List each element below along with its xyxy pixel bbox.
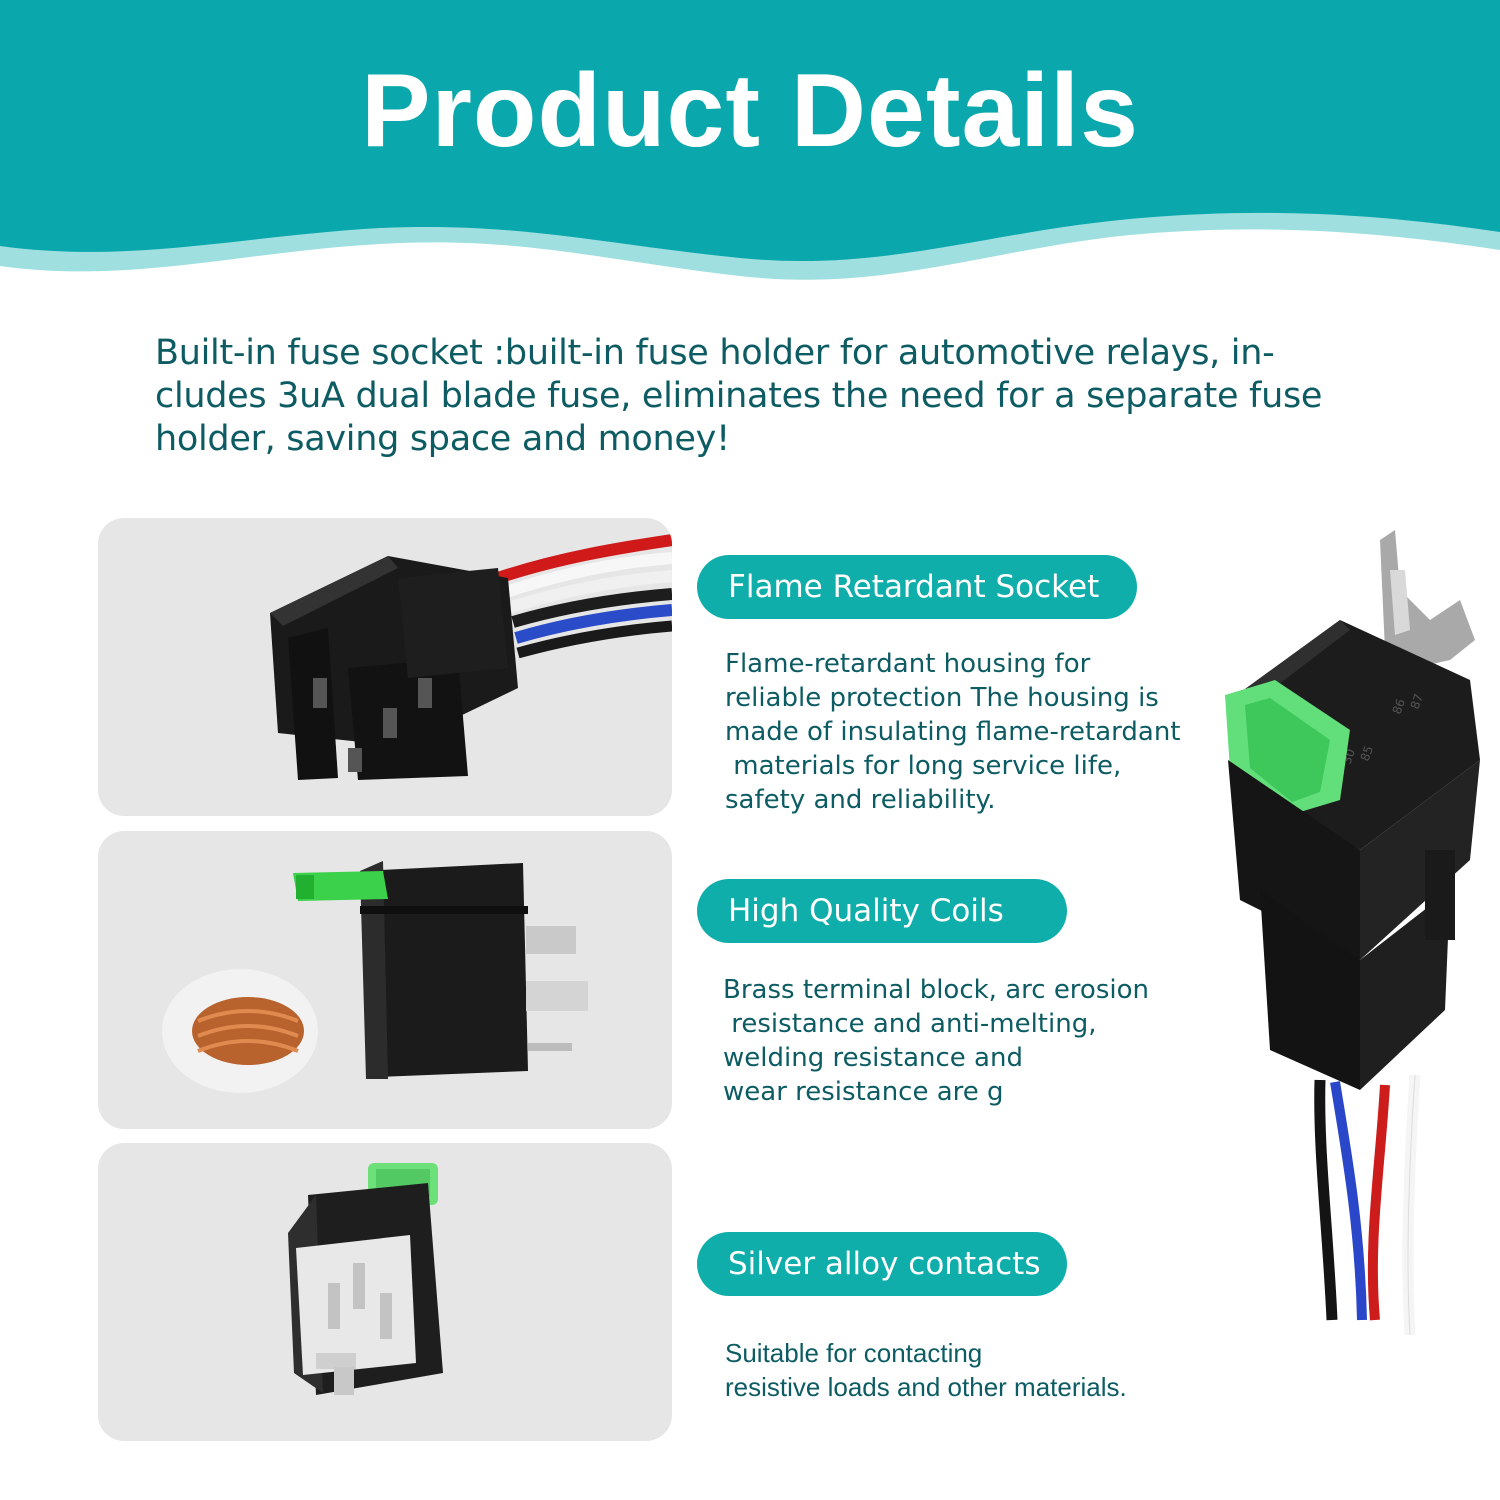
feature-pill-flame-retardant: Flame Retardant Socket	[697, 555, 1137, 619]
contacts-photo	[98, 1143, 672, 1441]
relay-pin-label-85: 85	[1358, 744, 1376, 763]
relay-pin-label-87: 87	[1408, 692, 1426, 711]
feature-description-silver-contacts: Suitable for contacting resistive loads …	[725, 1338, 1127, 1402]
relay-pin-label-86: 86	[1390, 697, 1408, 716]
header-banner: Product Details	[0, 0, 1500, 310]
socket-photo	[98, 518, 672, 816]
feature-label: Silver alloy contacts	[728, 1246, 1041, 1282]
intro-text: Built-in fuse socket :built-in fuse hold…	[155, 333, 1323, 459]
feature-label: High Quality Coils	[728, 893, 1004, 929]
coil-photo	[98, 831, 672, 1129]
feature-description-flame-retardant: Flame-retardant housing for reliable pro…	[725, 649, 1181, 815]
wave-background	[0, 0, 1500, 280]
feature-pill-coils: High Quality Coils	[697, 879, 1067, 943]
relay-with-harness-image: 30 85 86 87	[1225, 530, 1480, 1336]
page-title: Product Details	[361, 53, 1139, 169]
feature-pill-silver-contacts: Silver alloy contacts	[697, 1232, 1067, 1296]
feature-description-coils: Brass terminal block, arc erosion resist…	[723, 975, 1149, 1107]
feature-label: Flame Retardant Socket	[728, 569, 1100, 605]
